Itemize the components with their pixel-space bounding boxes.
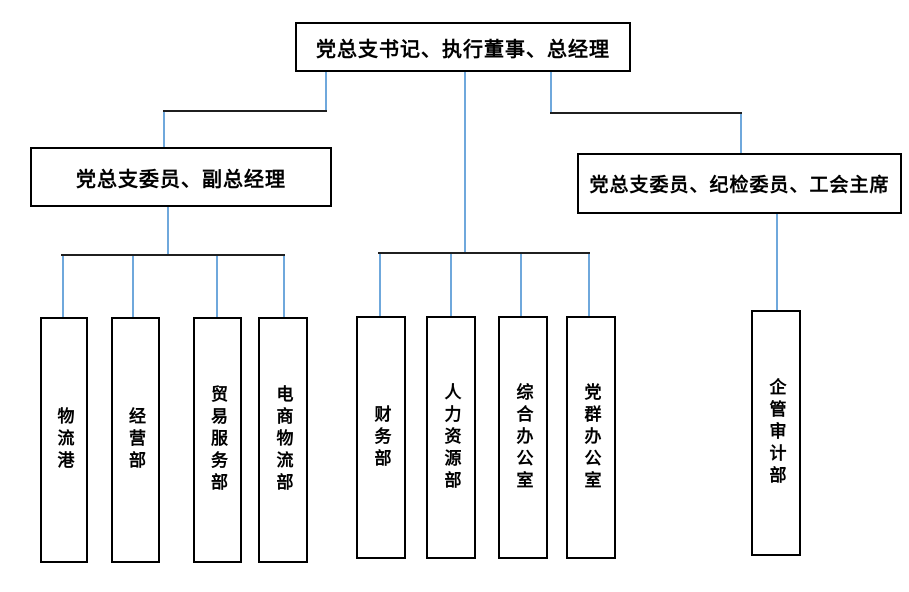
connector-elbow-left — [163, 110, 327, 112]
connector-bus-left-group — [61, 254, 285, 256]
dept-label: 财务部 — [371, 404, 391, 471]
org-box-dept-hr: 人力资源部 — [426, 316, 476, 559]
org-box-union-chair: 党总支委员、纪检委员、工会主席 — [577, 153, 902, 214]
dept-label: 经营部 — [126, 407, 145, 473]
connector-root-to-union-drop — [550, 72, 552, 113]
connector-drop-party-mass — [588, 252, 590, 316]
dept-label: 物流港 — [54, 407, 74, 473]
org-box-union-chair-label: 党总支委员、纪检委员、工会主席 — [589, 175, 890, 196]
connector-bus-middle-group — [378, 252, 590, 254]
org-box-root-label: 党总支书记、执行董事、总经理 — [316, 38, 610, 61]
connector-drop-general-office — [520, 252, 522, 316]
dept-label: 人力资源部 — [441, 382, 461, 493]
dept-label: 贸易服务部 — [208, 385, 227, 495]
org-box-dept-party-mass-office: 党群办公室 — [566, 316, 616, 559]
connector-root-to-deputy-drop — [325, 72, 327, 111]
connector-union-top-drop — [740, 112, 742, 153]
dept-label: 综合办公室 — [513, 382, 533, 493]
connector-drop-hr — [450, 252, 452, 316]
connector-root-to-middle-group — [464, 72, 466, 252]
connector-deputy-top-drop — [163, 110, 165, 147]
org-box-dept-operations: 经营部 — [111, 317, 160, 563]
dept-label: 企管审计部 — [766, 378, 786, 488]
org-box-deputy-gm: 党总支委员、副总经理 — [30, 147, 332, 207]
connector-drop-ecommerce — [283, 255, 285, 317]
org-box-dept-ecommerce-logistics: 电商物流部 — [258, 317, 308, 563]
org-box-dept-general-office: 综合办公室 — [498, 316, 548, 559]
org-box-deputy-gm-label: 党总支委员、副总经理 — [76, 168, 286, 191]
connector-deputy-bottom-drop — [167, 207, 169, 255]
dept-label: 党群办公室 — [581, 382, 601, 493]
connector-drop-finance — [379, 252, 381, 316]
connector-drop-logistics-port — [62, 255, 64, 317]
connector-elbow-right — [550, 112, 742, 114]
connector-drop-audit — [776, 214, 778, 310]
org-box-dept-finance: 财务部 — [356, 316, 406, 559]
org-box-root: 党总支书记、执行董事、总经理 — [295, 22, 631, 72]
org-box-dept-logistics-port: 物流港 — [40, 317, 88, 563]
connector-drop-trade-services — [216, 255, 218, 317]
org-box-dept-trade-services: 贸易服务部 — [193, 317, 242, 563]
connector-drop-operations — [132, 255, 134, 317]
dept-label: 电商物流部 — [273, 385, 293, 495]
org-box-dept-audit: 企管审计部 — [751, 310, 801, 556]
